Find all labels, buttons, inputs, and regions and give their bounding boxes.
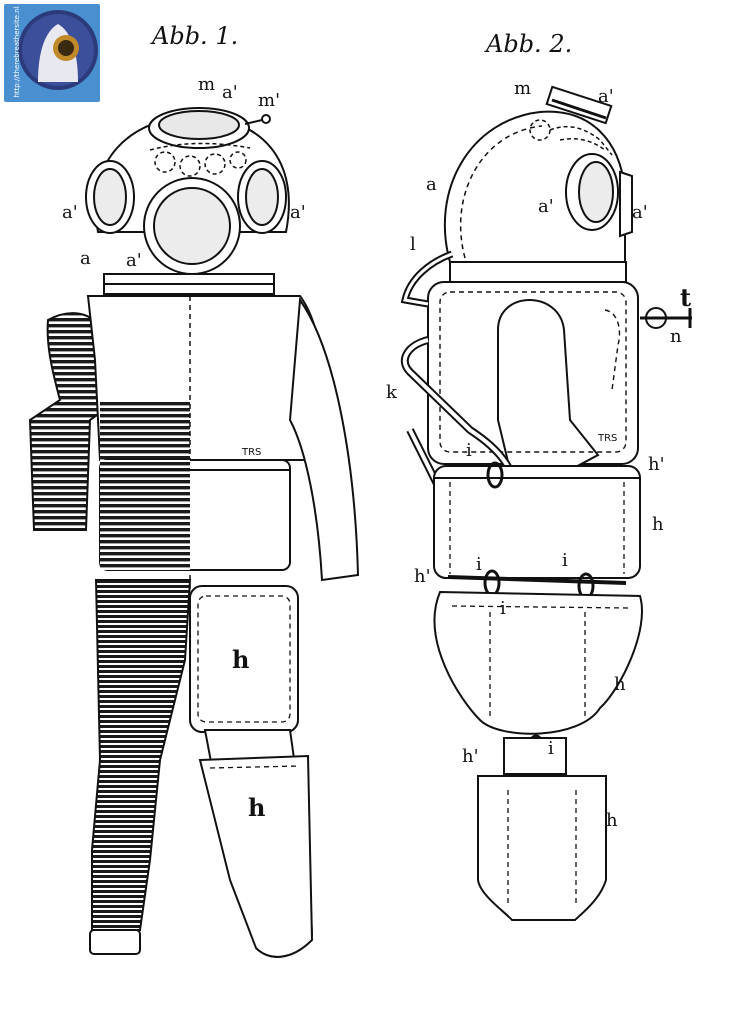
figure-2-title: Abb. 2. [486, 30, 573, 58]
figure-1-front-view [28, 107, 360, 958]
fig2-label-trs: TRS [598, 433, 618, 444]
left-ribbed-leg [91, 579, 192, 931]
right-arm [288, 297, 360, 582]
fig1-label-a: a [80, 248, 91, 269]
fig1-label-a-prime-right: a' [290, 202, 306, 223]
fig1-label-trs: TRS [242, 447, 262, 458]
fig2-label-m: m [514, 78, 532, 99]
fig2-label-i-lower-mid: i [500, 598, 506, 619]
side-upper-belt [433, 465, 641, 579]
diver-helmet-logo-icon [18, 10, 98, 90]
figure-2-side-view [400, 85, 692, 921]
fig2-label-i-mid-right: i [562, 550, 568, 571]
fig1-label-h-boot: h [248, 793, 266, 822]
left-ribbed-arm [28, 312, 106, 531]
fig2-label-n: n [670, 326, 682, 347]
fig1-label-h-thigh: h [232, 645, 250, 674]
fig2-label-a: a [426, 174, 437, 195]
fig2-label-l: l [410, 234, 416, 255]
fig2-label-a-prime-side: a' [632, 202, 648, 223]
fig2-label-i-lower: i [548, 738, 554, 759]
fig2-label-h-mid: h [614, 674, 626, 695]
fig2-label-h-upper: h [652, 514, 664, 535]
fig2-label-h-prime-mid: h' [414, 566, 431, 587]
figure-1-title: Abb. 1. [152, 22, 239, 50]
fig1-label-a-prime-top: a' [222, 82, 238, 103]
fig1-label-a-prime-front: a' [126, 250, 142, 271]
fig1-label-m-prime: m' [258, 90, 281, 111]
fig2-label-h-prime-upper: h' [648, 454, 665, 475]
site-logo: http://therebreathersite.nl [4, 4, 100, 102]
fig2-label-k: k [386, 382, 397, 403]
fig1-label-a-prime-left: a' [62, 202, 78, 223]
fig2-label-a-prime-window: a' [538, 196, 554, 217]
fig2-label-t: t [680, 283, 692, 312]
side-hip-piece [433, 590, 643, 735]
fig2-label-h-lower: h [606, 810, 618, 831]
logo-url-text: http://therebreathersite.nl [13, 6, 21, 98]
fig2-label-i-upper: i [466, 440, 472, 461]
fig1-label-m: m [198, 74, 216, 95]
side-lower-leg [477, 775, 607, 921]
fig2-label-h-prime-lower: h' [462, 746, 479, 767]
fig2-label-i-mid-left: i [476, 554, 482, 575]
fig2-label-a-prime-top: a' [598, 86, 614, 107]
left-foot [89, 929, 141, 955]
